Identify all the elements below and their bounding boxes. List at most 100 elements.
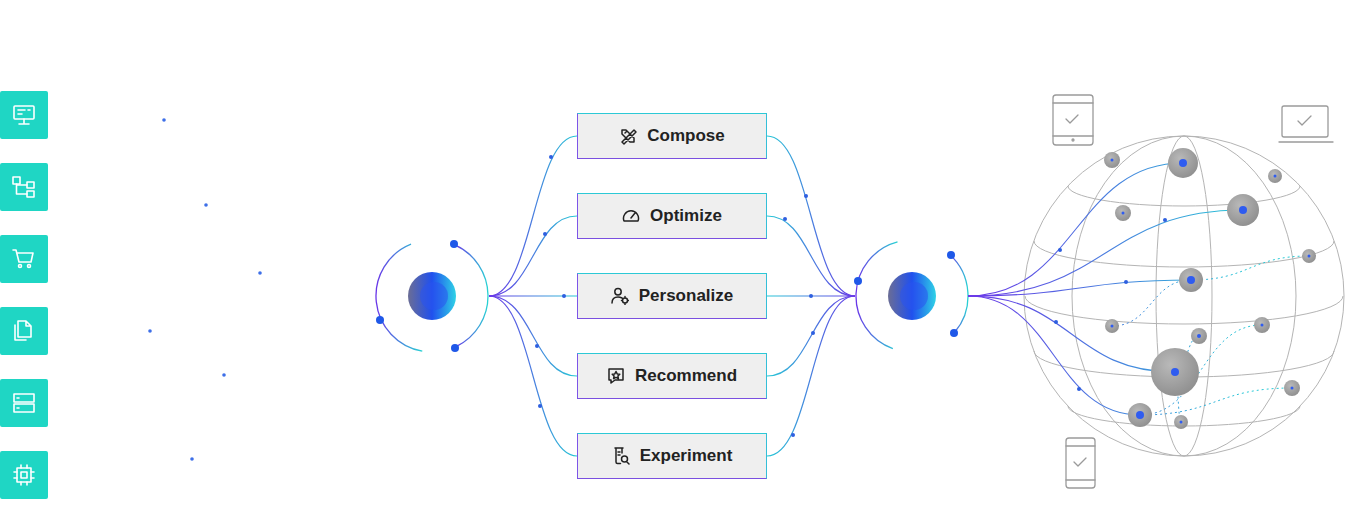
globe-spheres (1191, 328, 1207, 344)
phone-icon (1074, 458, 1086, 466)
sphere-cores (1239, 206, 1247, 214)
hub-dot (451, 344, 459, 352)
data-dots (258, 271, 262, 275)
globe-spheres (1104, 148, 1316, 429)
tablet-icon (1072, 139, 1074, 141)
globe-spheres (1128, 403, 1152, 427)
globe-spheres (1179, 268, 1203, 292)
sphere-cores (1187, 276, 1195, 284)
box-label: Recommend (635, 366, 737, 386)
sphere-cores (1111, 159, 1114, 162)
server-tile (0, 379, 48, 427)
sphere-cores (1274, 175, 1277, 178)
flow-line (767, 296, 855, 376)
globe-link (1112, 280, 1191, 326)
sphere-cores (1122, 212, 1125, 215)
data-dots (148, 118, 262, 461)
hub-core (900, 282, 928, 310)
flow-dot (543, 232, 547, 236)
monitor-tile (0, 91, 48, 139)
data-dots (204, 203, 208, 207)
monitor-tile (18, 110, 30, 124)
globe-spheres (1254, 317, 1270, 333)
globe-link (1140, 325, 1262, 415)
phone-icon (1066, 446, 1095, 480)
chip-tile (0, 451, 48, 499)
devices (1053, 95, 1333, 488)
globe-spheres (1302, 249, 1316, 263)
sphere-cores (1308, 255, 1311, 258)
hub-dot (947, 251, 955, 259)
flow-line (489, 136, 577, 296)
globe-spheres (1115, 205, 1131, 221)
process-box: Optimize (577, 193, 767, 239)
cart-tile (13, 250, 33, 262)
tablet-icon (1053, 95, 1093, 145)
globe-link (968, 210, 1243, 296)
globe-spheres (1105, 319, 1119, 333)
globe (1025, 296, 1343, 324)
sphere-cores (1197, 334, 1201, 338)
globe (1072, 136, 1296, 456)
globe-link (1191, 256, 1309, 280)
box-label: Compose (647, 126, 724, 146)
globe-spheres (1268, 169, 1282, 183)
flow-dot (549, 155, 553, 159)
laptop-icon (1279, 141, 1333, 142)
flow-line (489, 296, 577, 456)
cart-tile (19, 265, 22, 268)
flow-line (489, 296, 577, 376)
process-box: Personalize (577, 273, 767, 319)
globe-link (968, 296, 1175, 372)
box-icon (624, 211, 639, 221)
box-label: Experiment (640, 446, 733, 466)
hierarchy-tile (13, 177, 20, 184)
globe-link (968, 280, 1191, 296)
flow-dot (535, 344, 539, 348)
globe (1068, 186, 1300, 206)
process-box: Compose (577, 113, 767, 159)
box-icon (611, 287, 629, 305)
monitor-tile (0, 91, 48, 139)
globe-links (968, 163, 1309, 422)
flow-lines (489, 136, 855, 456)
flow-dot (562, 294, 566, 298)
flow-line (767, 216, 855, 296)
globe (1024, 136, 1344, 456)
sphere-cores (1171, 368, 1179, 376)
globe-link (968, 296, 1140, 415)
tablet-icon (1053, 103, 1093, 136)
sphere-cores (1111, 159, 1311, 424)
sphere-cores (1111, 325, 1114, 328)
hub-dot (950, 329, 958, 337)
globe-spheres (1284, 380, 1300, 396)
phone-icon (1066, 438, 1095, 488)
box-label: Optimize (650, 206, 722, 226)
flow-dot (538, 404, 542, 408)
server-tile (17, 398, 19, 408)
box-icon (612, 289, 629, 305)
globe-spheres (1227, 194, 1259, 226)
flow-line (767, 136, 855, 296)
chip-tile (0, 451, 48, 499)
hub-ring (455, 245, 488, 346)
data-dots (222, 373, 226, 377)
flow-dot (783, 217, 787, 221)
globe-spheres (1168, 148, 1198, 178)
document-tile (18, 321, 31, 337)
data-dots (162, 118, 166, 122)
flow-dot (1054, 320, 1058, 324)
sphere-cores (1136, 411, 1144, 419)
box-icon (607, 367, 625, 385)
document-tile (0, 307, 48, 355)
flow-dot (1058, 248, 1062, 252)
flow-dot (804, 194, 808, 198)
hub-core (888, 272, 936, 320)
source-icons (0, 91, 48, 499)
document-tile (0, 307, 48, 355)
flow-dot (809, 294, 813, 298)
hub-dot (450, 240, 458, 248)
hub-rings (376, 240, 968, 352)
chip-tile (21, 472, 27, 478)
